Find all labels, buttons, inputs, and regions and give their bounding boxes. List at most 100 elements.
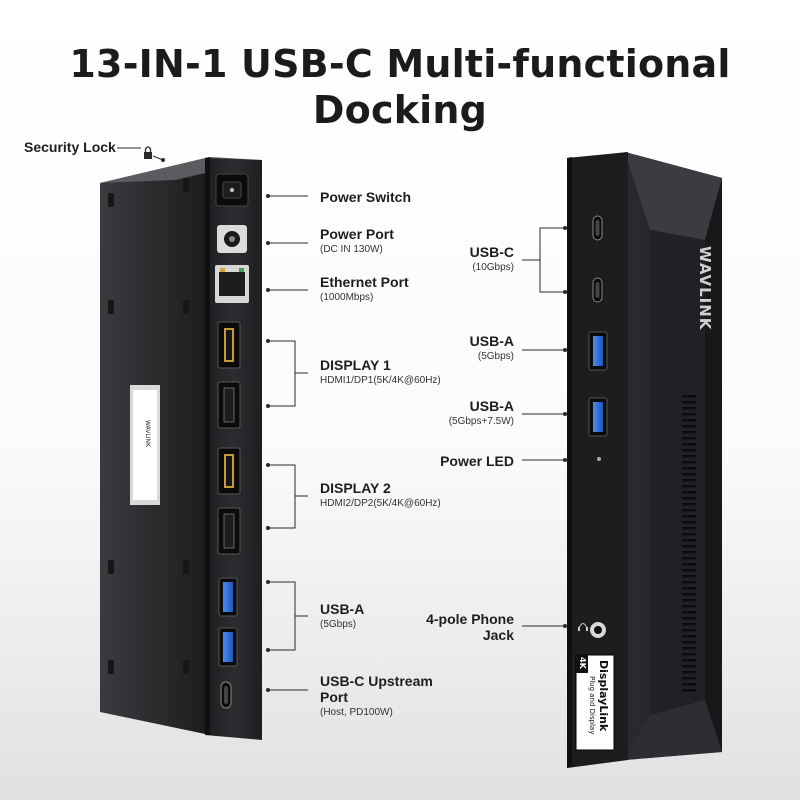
label-phone-jack-1: 4-pole Phone <box>426 611 514 627</box>
power-led <box>597 457 601 461</box>
vent-slot <box>682 599 696 602</box>
label-usb-c-right: USB-C <box>469 244 514 260</box>
vent-slot <box>682 629 696 632</box>
vent-slot <box>682 587 696 590</box>
vent-slot <box>682 509 696 512</box>
vent-slot <box>682 677 696 680</box>
vent-slot <box>682 557 696 560</box>
vent-slot <box>682 671 696 674</box>
label-usb-a-right-2: USB-A <box>469 398 514 414</box>
label-power-led: Power LED <box>440 453 514 469</box>
page-title-line2: Docking <box>312 88 488 132</box>
usb-c-port-1 <box>592 215 603 241</box>
vent-slot <box>682 503 696 506</box>
vent-slot <box>682 533 696 536</box>
vent-slot <box>682 425 696 428</box>
vent-slot <box>682 563 696 566</box>
vent-slot <box>682 395 696 398</box>
displayport-1 <box>217 381 241 429</box>
displaylink-badge: 4K Plug and Display DisplayLink <box>575 654 615 751</box>
leader-lines-left <box>117 147 308 692</box>
vent-slot <box>682 497 696 500</box>
sub-usb-c-upstream: (Host, PD100W) <box>320 707 393 718</box>
vent-slots <box>682 395 696 692</box>
vent-slot <box>682 467 696 470</box>
vent-slot <box>682 641 696 644</box>
vent-slot <box>682 473 696 476</box>
label-display-1: DISPLAY 1 <box>320 357 391 373</box>
sub-usb-c-right: (10Gbps) <box>472 262 514 273</box>
badge-displaylink: DisplayLink <box>597 660 610 732</box>
vent-slot <box>682 575 696 578</box>
label-usb-c-upstream-1: USB-C Upstream <box>320 673 433 689</box>
usb-a-port-2 <box>218 627 238 667</box>
sub-usb-a-right-1: (5Gbps) <box>477 351 514 362</box>
leader-lines-right <box>522 226 567 628</box>
sub-ethernet-port: (1000Mbps) <box>320 292 374 303</box>
label-usb-a-right-1: USB-A <box>469 333 514 349</box>
vent-slot <box>682 539 696 542</box>
vent-slot <box>682 431 696 434</box>
vent-slot <box>682 491 696 494</box>
vent-slot <box>682 443 696 446</box>
label-phone-jack-2: Jack <box>482 627 514 643</box>
vent-slot <box>682 647 696 650</box>
vent-slot <box>682 635 696 638</box>
page-title-line1: 13-IN-1 USB-C Multi-functional <box>69 42 731 86</box>
vent-slot <box>682 653 696 656</box>
vent-slot <box>682 527 696 530</box>
vent-slot <box>682 521 696 524</box>
right-dock: 4K Plug and Display DisplayLink WAVLINK <box>567 152 722 768</box>
lock-icon <box>144 146 152 159</box>
right-brand-logo: WAVLINK <box>696 246 714 331</box>
badge-4k: 4K <box>578 657 587 670</box>
label-usb-a-left: USB-A <box>320 601 365 617</box>
usb-c-upstream-port <box>220 681 232 709</box>
badge-plug-display: Plug and Display <box>588 676 596 734</box>
vent-slot <box>682 683 696 686</box>
sub-usb-a-right-2: (5Gbps+7.5W) <box>448 416 514 427</box>
power-switch <box>215 173 249 207</box>
label-security-lock: Security Lock <box>24 139 116 155</box>
hdmi-port-2 <box>217 447 241 495</box>
sub-display-1: HDMI1/DP1(5K/4K@60Hz) <box>320 375 441 386</box>
displayport-2 <box>217 507 241 555</box>
vent-slot <box>682 413 696 416</box>
vent-slot <box>682 611 696 614</box>
hdmi-port-1 <box>217 321 241 369</box>
vent-slot <box>682 605 696 608</box>
vent-slot <box>682 407 696 410</box>
vent-slot <box>682 419 696 422</box>
vent-slot <box>682 581 696 584</box>
vent-slot <box>682 593 696 596</box>
usb-c-port-2 <box>592 277 603 303</box>
vent-slot <box>682 485 696 488</box>
vent-slot <box>682 449 696 452</box>
vent-slot <box>682 455 696 458</box>
ethernet-port <box>215 265 249 303</box>
vent-slot <box>682 545 696 548</box>
usb-a-port-front-1 <box>588 331 608 371</box>
label-ethernet-port: Ethernet Port <box>320 274 409 290</box>
vent-slot <box>682 479 696 482</box>
usb-a-port-1 <box>218 577 238 617</box>
usb-a-port-front-2 <box>588 397 608 437</box>
vent-slot <box>682 401 696 404</box>
sub-usb-a-left: (5Gbps) <box>320 619 357 630</box>
power-port <box>217 225 247 253</box>
vent-slot <box>682 437 696 440</box>
vent-slot <box>682 551 696 554</box>
label-power-port: Power Port <box>320 226 394 242</box>
headphone-icon <box>578 623 588 631</box>
vent-slot <box>682 665 696 668</box>
vent-slot <box>682 659 696 662</box>
sub-display-2: HDMI2/DP2(5K/4K@60Hz) <box>320 498 441 509</box>
label-power-switch: Power Switch <box>320 189 412 205</box>
left-dock: WAVLINK <box>100 146 262 740</box>
label-usb-c-upstream-2: Port <box>320 689 348 705</box>
vent-slot <box>682 461 696 464</box>
phone-jack <box>590 622 606 638</box>
sub-power-port: (DC IN 130W) <box>320 244 383 255</box>
vent-slot <box>682 515 696 518</box>
